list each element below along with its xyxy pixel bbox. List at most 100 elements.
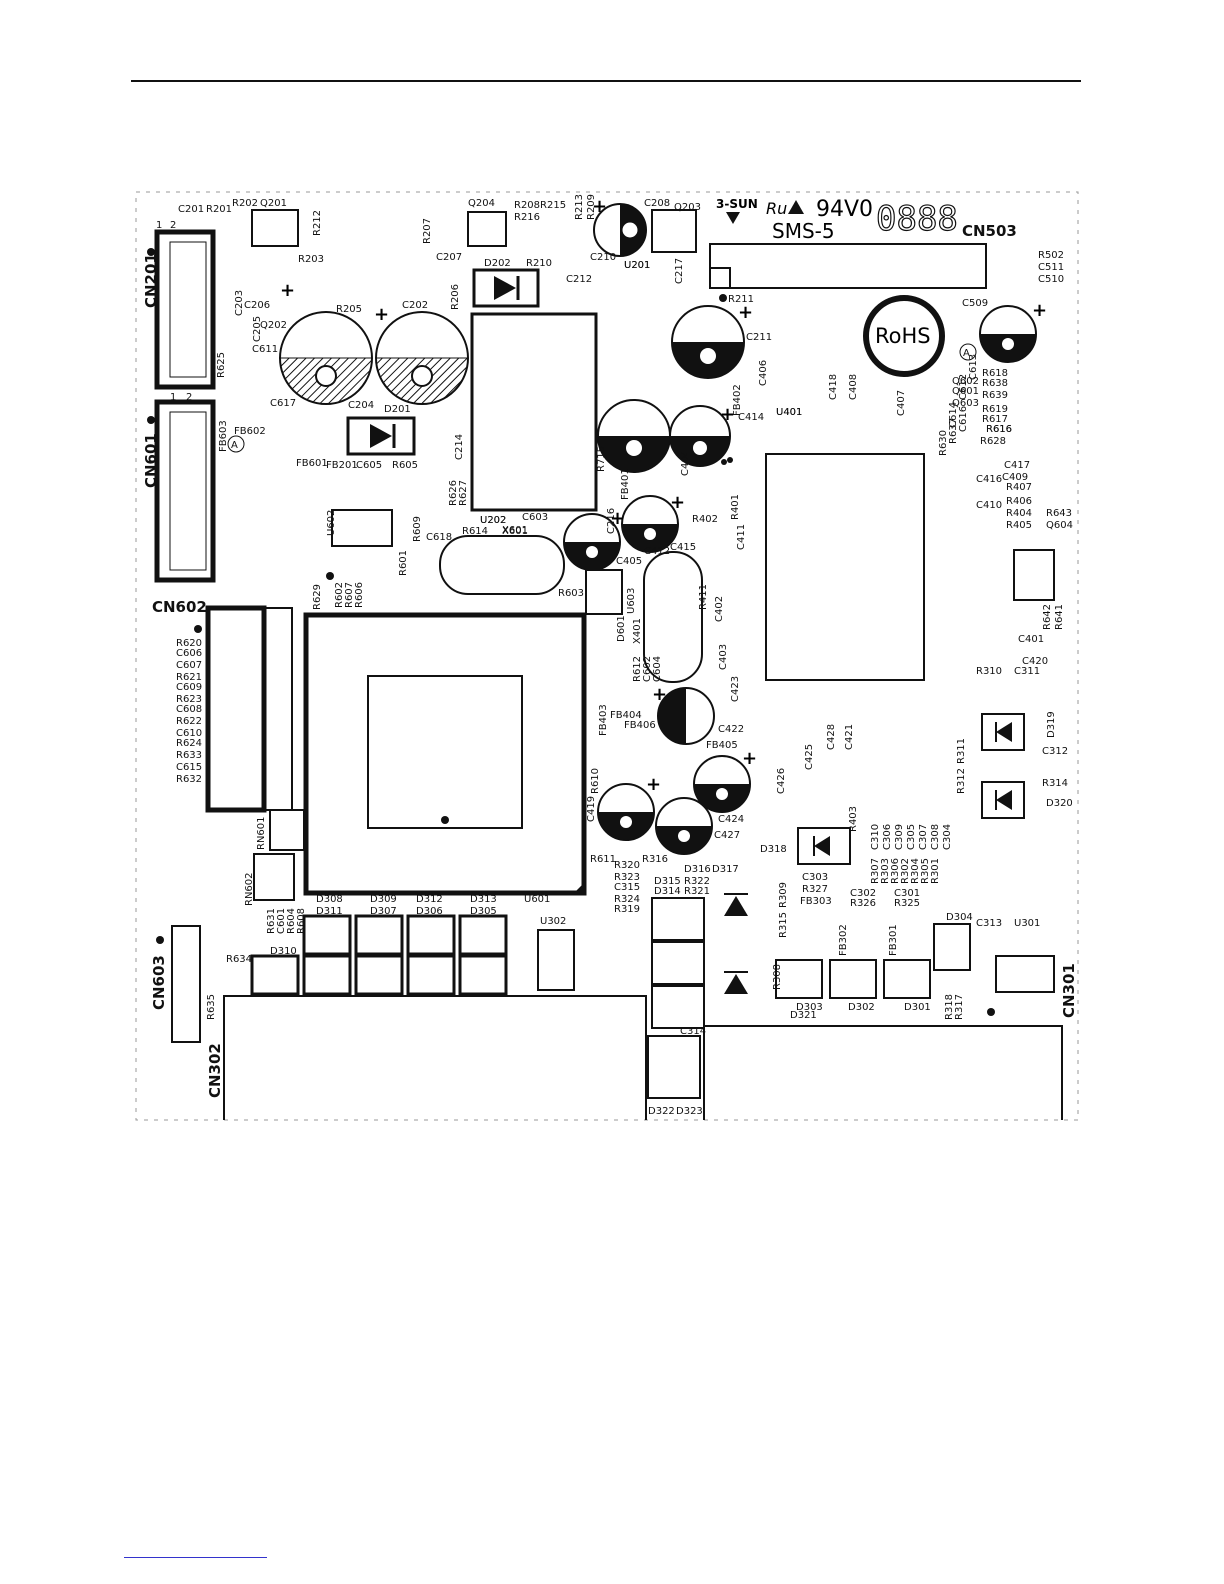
designator-c208: C208 <box>644 198 670 209</box>
cn601-pin1: 1 <box>170 392 176 403</box>
designator-c410: C410 <box>976 500 1002 511</box>
designator-c212: C212 <box>566 274 592 285</box>
designator-r305: R305 <box>920 858 931 884</box>
designator-r407: R407 <box>1006 482 1032 493</box>
board-outline <box>135 191 1079 1121</box>
designator-fb302: FB302 <box>838 924 849 956</box>
designator-d310: D310 <box>270 946 297 957</box>
q204-transistor <box>467 211 507 247</box>
designator-c609: C609 <box>176 682 202 693</box>
designator-c305: C305 <box>906 824 917 850</box>
u601-chip: U601 <box>303 612 587 905</box>
cn201-pin2: 2 <box>170 220 176 231</box>
designator-r207: R207 <box>422 218 433 244</box>
svg-text:A: A <box>963 348 970 359</box>
designator-r323: R323 <box>614 872 640 883</box>
designator-r611: R611 <box>590 854 616 865</box>
designator-r643: R643 <box>1046 508 1072 519</box>
designator-r607: R607 <box>344 582 355 608</box>
designator-r621: R621 <box>176 672 202 683</box>
c427-capacitor <box>655 797 713 855</box>
brand-marking: 3-SUN <box>716 197 758 211</box>
designator-c616: C616 <box>958 406 969 432</box>
designator-c604: C604 <box>652 656 663 682</box>
designator-c602: C602 <box>642 656 653 682</box>
designator-d318: D318 <box>760 844 787 855</box>
designator-c611: C611 <box>252 344 278 355</box>
designator-r625: R625 <box>216 352 227 378</box>
designator-r634: R634 <box>226 954 252 965</box>
designator-r208r215: R208R215 <box>514 200 566 211</box>
fb-array-right <box>775 923 971 999</box>
c202-electrolytic-capacitor <box>375 311 469 405</box>
sms-marking: SMS-5 <box>772 219 835 243</box>
u301-label: U301 <box>1014 918 1040 929</box>
designator-r211: R211 <box>728 294 754 305</box>
u201-label: U201 <box>624 260 650 271</box>
designator-fb405: FB405 <box>706 740 738 751</box>
designator-fb602: FB602 <box>234 426 266 437</box>
c405-capacitor <box>621 495 679 553</box>
designator-c423: C423 <box>730 676 741 702</box>
designator-c311: C311 <box>1014 666 1040 677</box>
designator-d314: D314 <box>654 886 681 897</box>
designator-c302: C302 <box>850 888 876 899</box>
designator-r403: R403 <box>848 806 859 832</box>
cn602-label: CN602 <box>152 598 207 616</box>
rn602-network <box>253 853 295 901</box>
designator-r635: R635 <box>206 994 217 1020</box>
designator-r318: R318 <box>944 994 955 1020</box>
designator-r324: R324 <box>614 894 640 905</box>
designator-c310: C310 <box>870 824 881 850</box>
designator-d322: D322 <box>648 1106 675 1117</box>
designator-c217: C217 <box>674 258 685 284</box>
d202-diode <box>472 268 540 308</box>
designator-rn601: RN601 <box>256 816 267 850</box>
designator-c615: C615 <box>176 762 202 773</box>
designator-d315: D315 <box>654 876 681 887</box>
designator-fb301: FB301 <box>888 924 899 956</box>
designator-r601: R601 <box>398 550 409 576</box>
designator-c601: C601 <box>276 908 287 934</box>
cn503-label: CN503 <box>962 222 1017 240</box>
polarity-plus: + <box>610 508 625 529</box>
designator-c425: C425 <box>804 744 815 770</box>
polarity-plus: + <box>1032 300 1047 321</box>
designator-r317: R317 <box>954 994 965 1020</box>
designator-r203: R203 <box>298 254 324 265</box>
designator-r631: R631 <box>266 908 277 934</box>
cn603-connector: CN603 <box>150 925 201 1043</box>
designator-c204: C204 <box>348 400 374 411</box>
designator-c416: C416 <box>976 474 1002 485</box>
designator-d302: D302 <box>848 1002 875 1013</box>
u202-chip: U202 <box>470 312 598 526</box>
designator-c509: C509 <box>962 298 988 309</box>
c422-capacitor <box>657 687 715 745</box>
anode-mark-a2: A <box>959 343 977 361</box>
d304-diode-box <box>933 923 971 971</box>
designator-r301: R301 <box>930 858 941 884</box>
designator-r311: R311 <box>956 738 967 764</box>
designator-r624: R624 <box>176 738 202 749</box>
designator-d320: D320 <box>1046 798 1073 809</box>
designator-r319: R319 <box>614 904 640 915</box>
polarity-plus: + <box>742 748 757 769</box>
designator-c303: C303 <box>802 872 828 883</box>
top-rule <box>131 80 1081 82</box>
c211-capacitor <box>671 305 745 379</box>
designator-c510: C510 <box>1038 274 1064 285</box>
designator-r327: R327 <box>802 884 828 895</box>
designator-x601: X601 <box>502 526 528 537</box>
bottom-rule <box>124 1557 267 1558</box>
q201-transistor <box>251 209 299 247</box>
designator-c211: C211 <box>746 332 772 343</box>
designator-r608: R608 <box>296 908 307 934</box>
cn503-connector: CN503 <box>709 222 1017 302</box>
designator-c405: C405 <box>616 556 642 567</box>
polarity-plus: + <box>280 280 295 301</box>
designator-c404: C404 <box>680 450 691 476</box>
cn201-label: CN201 <box>142 253 160 308</box>
designator-r308: R308 <box>772 964 783 990</box>
designator-c202: C202 <box>402 300 428 311</box>
designator-c206: C206 <box>244 300 270 311</box>
